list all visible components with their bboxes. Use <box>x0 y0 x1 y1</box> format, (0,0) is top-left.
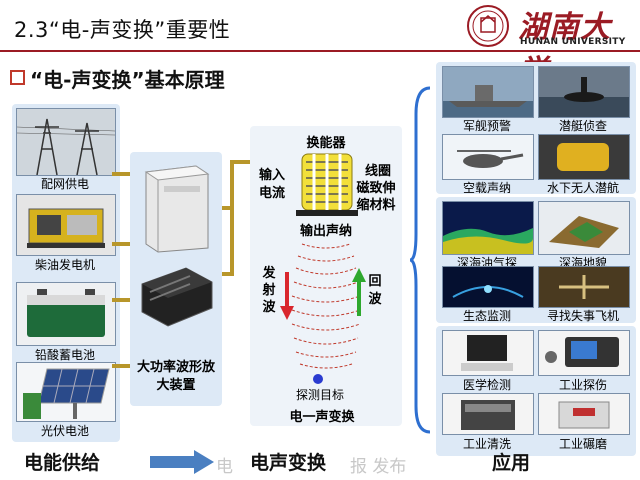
echo-wave-label: 波 <box>368 292 382 307</box>
section-subtitle: “电-声变换”基本原理 <box>30 68 225 92</box>
ecology-monitor-icon <box>442 266 534 308</box>
seabed-oil-icon <box>442 201 534 255</box>
power-source-label: 光伏电池 <box>40 424 89 438</box>
connector-line <box>216 206 234 210</box>
transducer-coil-icon <box>296 153 358 216</box>
watermark-text: 电 <box>216 457 233 477</box>
application-label: 空载声纳 <box>462 181 511 195</box>
transducer-caption: 电一声变换 <box>289 410 355 425</box>
amplifier-label: 大装置 <box>156 378 196 393</box>
footer-application-label: 应用 <box>492 452 531 474</box>
application-label: 生态监测 <box>462 309 511 323</box>
bracket-icon <box>409 86 431 434</box>
target-dot <box>313 374 323 384</box>
input-current-label: 电流 <box>258 186 285 201</box>
emit-wave-label: 发 <box>262 266 276 281</box>
connector-line <box>112 364 136 368</box>
helicopter-icon <box>442 134 534 180</box>
coil-label: 磁致伸 <box>356 181 396 196</box>
application-label: 工业清洗 <box>462 437 511 451</box>
emit-arrow-icon <box>280 272 294 320</box>
echo-wave-label: 回 <box>368 274 382 289</box>
sound-wave-icon <box>291 243 361 369</box>
footer-transform-label: 电声变换 <box>250 452 327 474</box>
slide-title: 2.3“电-声变换”重要性 <box>14 18 231 42</box>
coil-label: 线圈 <box>364 164 391 179</box>
coil-label: 缩材料 <box>356 198 396 213</box>
connector-line <box>112 242 136 246</box>
application-label: 工业碾磨 <box>558 437 607 451</box>
input-current-label: 输入 <box>258 168 285 183</box>
medical-ultrasound-icon <box>442 330 534 376</box>
application-label: 水下无人潜航 <box>546 181 619 195</box>
power-source-label: 铅酸蓄电池 <box>34 348 95 362</box>
ultrasonic-cleaner-icon <box>442 393 534 435</box>
university-logo-subtext: HUNAN UNIVERSITY <box>520 37 626 47</box>
warship-icon <box>442 66 534 118</box>
application-label: 潜艇侦查 <box>558 119 607 133</box>
underwater-drone-icon <box>538 134 630 180</box>
bullet-square-icon <box>10 70 25 85</box>
seabed-terrain-icon <box>538 201 630 255</box>
footer-power-label: 电能供给 <box>24 452 101 474</box>
connector-line <box>112 172 136 176</box>
university-emblem-icon <box>467 5 509 47</box>
solar-panel-icon <box>16 362 116 422</box>
transducer-title: 换能器 <box>306 136 346 151</box>
industrial-mill-icon <box>538 393 630 435</box>
connector-line <box>112 298 136 302</box>
target-label: 探测目标 <box>295 388 344 402</box>
application-label: 寻找失事飞机 <box>546 309 619 323</box>
amplifier-unit-icon <box>141 267 213 327</box>
flaw-detector-icon <box>538 330 630 376</box>
battery-icon <box>16 282 116 346</box>
emit-wave-label: 波 <box>262 300 276 315</box>
flow-arrow-icon <box>150 450 214 474</box>
power-tower-icon <box>16 108 116 176</box>
connector-line <box>216 272 234 276</box>
output-sonar-label: 输出声纳 <box>299 224 352 239</box>
application-label: 医学检测 <box>462 378 511 392</box>
title-divider <box>0 50 640 52</box>
emit-wave-label: 射 <box>262 283 276 298</box>
power-source-label: 配网供电 <box>40 177 89 191</box>
power-source-label: 柴油发电机 <box>34 258 95 272</box>
application-label: 工业探伤 <box>558 378 607 392</box>
connector-line <box>230 160 234 276</box>
diesel-generator-icon <box>16 194 116 256</box>
wreck-search-icon <box>538 266 630 308</box>
amplifier-cabinet-icon <box>144 165 210 253</box>
application-label: 军舰预警 <box>462 119 511 133</box>
amplifier-label: 大功率波形放 <box>136 360 215 375</box>
echo-arrow-icon <box>352 268 366 316</box>
watermark-text: 报 发布 <box>350 457 407 477</box>
submarine-icon <box>538 66 630 118</box>
